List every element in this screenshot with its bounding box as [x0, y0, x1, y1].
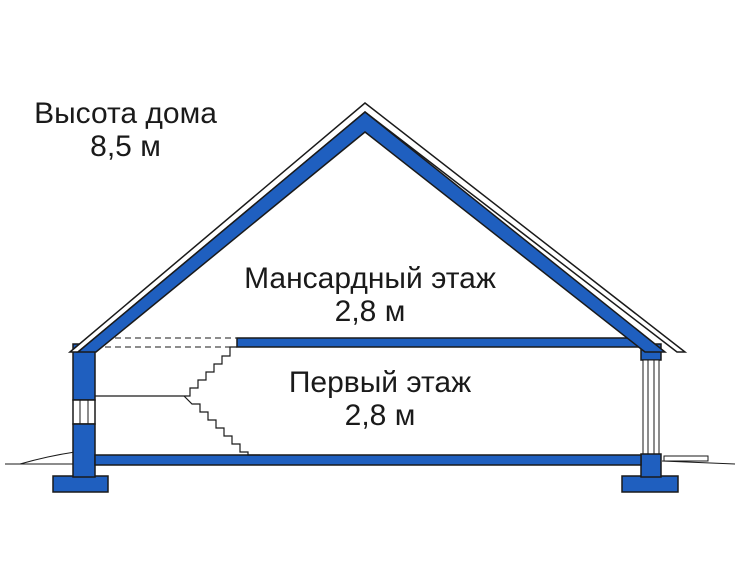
attic-floor-slab: [236, 337, 642, 348]
first-floor-title: Первый этаж: [288, 366, 472, 399]
attic-floor-value: 2,8 м: [334, 295, 406, 328]
left-footing: [52, 475, 109, 493]
attic-floor-label: Мансардный этаж 2,8 м: [210, 262, 530, 328]
right-footing: [621, 475, 679, 493]
left-window: [72, 399, 96, 425]
first-floor-label: Первый этаж 2,8 м: [255, 366, 505, 432]
stair-opening-dashed-line: [95, 337, 237, 348]
right-wall-bottom: [640, 453, 662, 478]
first-floor-value: 2,8 м: [344, 399, 416, 432]
staircase: [95, 346, 260, 456]
house-height-label: Высота дома 8,5 м: [8, 97, 243, 163]
attic-floor-title: Мансардный этаж: [244, 262, 496, 295]
gable-roof: [67, 102, 688, 353]
ground-line: [5, 451, 736, 465]
house-height-value: 8,5 м: [90, 130, 161, 163]
ground-floor-slab: [94, 454, 642, 466]
left-wall-lower: [72, 423, 96, 478]
right-glazing: [642, 359, 660, 455]
house-height-title: Высота дома: [34, 97, 217, 130]
